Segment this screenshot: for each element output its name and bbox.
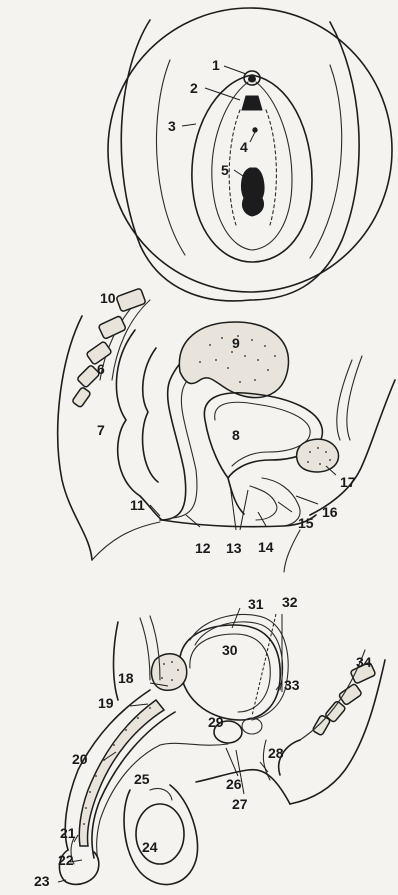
label-11: 11 bbox=[130, 497, 145, 513]
label-30: 30 bbox=[222, 642, 238, 658]
label-27: 27 bbox=[232, 796, 248, 812]
label-19: 19 bbox=[98, 695, 114, 711]
label-33: 33 bbox=[284, 677, 300, 693]
label-14: 14 bbox=[258, 539, 274, 555]
label-6: 6 bbox=[97, 361, 105, 377]
label-10: 10 bbox=[100, 290, 116, 306]
label-21: 21 bbox=[60, 825, 76, 841]
outer-fold-left-inner bbox=[156, 60, 185, 255]
label-20: 20 bbox=[72, 751, 88, 767]
label-2: 2 bbox=[190, 80, 198, 96]
leader-3 bbox=[182, 124, 196, 126]
male-section-panel: 31 32 30 33 34 18 19 29 20 28 25 26 27 2… bbox=[34, 594, 385, 889]
leader-16 bbox=[296, 496, 318, 504]
abdominal-wall-male-1 bbox=[140, 618, 150, 680]
label-24: 24 bbox=[142, 839, 158, 855]
label-5: 5 bbox=[221, 162, 229, 178]
label-28: 28 bbox=[268, 745, 284, 761]
label-1: 1 bbox=[212, 57, 220, 73]
urethra-female bbox=[228, 478, 244, 514]
label-8: 8 bbox=[232, 427, 240, 443]
vertebrae-male bbox=[312, 662, 376, 736]
perineum-base bbox=[162, 515, 316, 527]
leader-15 bbox=[278, 502, 292, 512]
thigh-line bbox=[284, 530, 300, 572]
uterus bbox=[179, 322, 288, 398]
label-29: 29 bbox=[208, 714, 224, 730]
leader-1 bbox=[224, 66, 246, 74]
label-34: 34 bbox=[356, 654, 372, 670]
pubic-symphysis-male bbox=[152, 654, 187, 691]
testis bbox=[136, 804, 184, 864]
label-9: 9 bbox=[232, 335, 240, 351]
bladder-male bbox=[180, 625, 281, 720]
label-23: 23 bbox=[34, 873, 50, 889]
vertebrae-female bbox=[72, 288, 146, 408]
label-26: 26 bbox=[226, 776, 242, 792]
clitoris-glans bbox=[249, 76, 256, 82]
frenulum-dark bbox=[242, 96, 262, 110]
leader-19 bbox=[130, 704, 148, 706]
vaginal-opening bbox=[242, 168, 264, 216]
leader-13a bbox=[230, 484, 236, 530]
outer-fold-right-inner bbox=[310, 65, 342, 258]
label-22: 22 bbox=[58, 852, 74, 868]
abdominal-wall-inner bbox=[337, 360, 352, 440]
buttock-fold bbox=[92, 522, 160, 560]
rectum-outer bbox=[116, 330, 140, 496]
label-3: 3 bbox=[168, 118, 176, 134]
labia-minora-section bbox=[250, 486, 277, 520]
rectum-inner bbox=[143, 348, 158, 482]
label-13: 13 bbox=[226, 540, 242, 556]
label-25: 25 bbox=[134, 771, 150, 787]
epididymis bbox=[150, 788, 172, 800]
leader-4 bbox=[250, 132, 255, 142]
label-17: 17 bbox=[340, 474, 356, 490]
vestibule-line-right bbox=[266, 110, 276, 225]
label-15: 15 bbox=[298, 515, 314, 531]
label-16: 16 bbox=[322, 504, 338, 520]
vulva-panel: 1 2 3 4 5 bbox=[108, 8, 392, 301]
corpus-cavernosum bbox=[79, 700, 164, 846]
male-front-outline bbox=[290, 660, 385, 804]
label-12: 12 bbox=[195, 540, 211, 556]
leader-12 bbox=[186, 515, 200, 527]
labia-majora-section bbox=[262, 478, 300, 526]
label-32: 32 bbox=[282, 594, 298, 610]
scrotum bbox=[124, 785, 198, 885]
label-18: 18 bbox=[118, 670, 134, 686]
label-4: 4 bbox=[240, 139, 248, 155]
urethra-male bbox=[97, 743, 228, 860]
urethral-opening bbox=[253, 128, 257, 132]
pubic-bone bbox=[297, 439, 339, 472]
female-section-panel: 10 6 7 9 8 17 16 15 14 13 12 11 bbox=[58, 288, 395, 572]
outer-fold-left bbox=[121, 20, 250, 301]
label-31: 31 bbox=[248, 596, 264, 612]
vestibule-line-left bbox=[229, 110, 240, 225]
label-7: 7 bbox=[97, 422, 105, 438]
male-back-line bbox=[114, 622, 119, 700]
